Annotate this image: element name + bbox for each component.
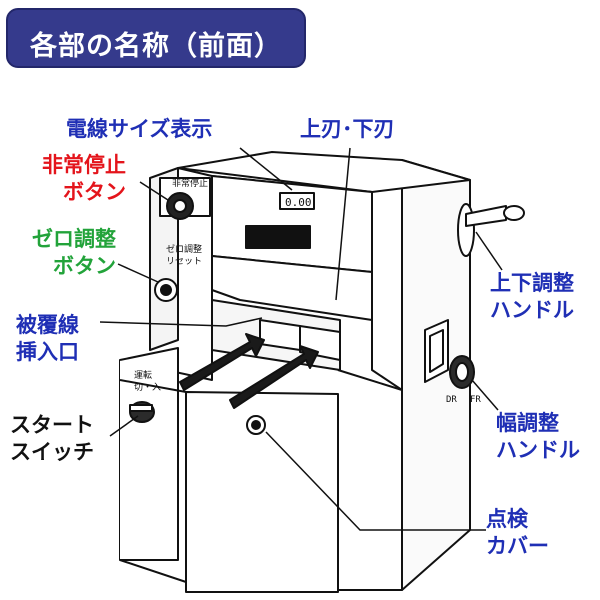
title-badge: 各部の名称（前面） bbox=[6, 8, 306, 68]
label-inspection-line-1: 点検 bbox=[486, 507, 528, 531]
inlet-arrow-1 bbox=[179, 333, 265, 391]
label-inlet-line-1: 被覆線 bbox=[16, 313, 79, 337]
label-start-line-1: スタート bbox=[10, 413, 94, 437]
label-vertical-line-2: ハンドル bbox=[490, 298, 574, 322]
label-inlet-line-2: 挿入口 bbox=[16, 340, 79, 364]
label-vertical-line-1: 上下調整 bbox=[490, 271, 574, 295]
leader-width bbox=[471, 379, 499, 411]
switch-panel-line-2: 切・入 bbox=[134, 382, 161, 393]
leader-emergency bbox=[139, 181, 169, 201]
leader-wire-size bbox=[239, 147, 293, 191]
wire-size-display-window bbox=[279, 192, 315, 210]
label-zero-line-2: ボタン bbox=[53, 254, 116, 278]
label-wire-size-display: 電線サイズ表示 bbox=[66, 116, 212, 143]
leader-vertical bbox=[475, 231, 503, 271]
label-blades-text: 上刃･下刃 bbox=[300, 117, 395, 141]
leader-start bbox=[109, 415, 139, 437]
label-zero-line-1: ゼロ調整 bbox=[32, 227, 116, 251]
label-emergency-line-1: 非常停止 bbox=[42, 153, 126, 177]
leader-zero bbox=[117, 263, 159, 283]
leader-inspection bbox=[265, 431, 486, 531]
label-width-handle: 幅調整 ハンドル bbox=[496, 410, 580, 464]
label-inspection-cover: 点検 カバー bbox=[486, 506, 549, 560]
leader-blades bbox=[335, 147, 351, 301]
zero-panel-line-1: ゼロ調整 bbox=[166, 243, 202, 255]
vertical-handle-base bbox=[457, 203, 475, 257]
label-insulated-inlet: 被覆線 挿入口 bbox=[16, 312, 79, 366]
label-blades: 上刃･下刃 bbox=[300, 116, 395, 143]
label-start-switch: スタート スイッチ bbox=[10, 412, 94, 466]
zero-panel-line-2: リセット bbox=[166, 256, 202, 267]
inspection-cover-panel bbox=[185, 391, 339, 593]
label-start-line-2: スイッチ bbox=[10, 440, 94, 464]
label-width-line-1: 幅調整 bbox=[496, 411, 559, 435]
label-width-line-2: ハンドル bbox=[496, 438, 580, 462]
label-emergency-line-2: ボタン bbox=[63, 180, 126, 204]
label-vertical-handle: 上下調整 ハンドル bbox=[490, 270, 574, 324]
upper-blade-housing bbox=[211, 255, 373, 321]
display-screen bbox=[245, 225, 311, 249]
page-title: 各部の名称（前面） bbox=[30, 31, 282, 62]
vertical-handle-arm bbox=[465, 205, 507, 227]
switch-panel-line-1: 運転 bbox=[134, 370, 152, 381]
inlet-arrow-2 bbox=[229, 345, 319, 409]
label-zero-adjust: ゼロ調整 ボタン bbox=[4, 226, 116, 280]
knob-mark-dr: DR bbox=[446, 395, 457, 405]
label-inspection-line-2: カバー bbox=[486, 534, 549, 558]
display-value: 0.00 bbox=[285, 196, 312, 209]
label-emergency-stop: 非常停止 ボタン bbox=[14, 152, 126, 206]
lower-left-panel bbox=[119, 347, 179, 561]
knob-mark-fr: FR bbox=[470, 395, 481, 405]
leader-inlet bbox=[99, 317, 263, 327]
label-wire-size-display-text: 電線サイズ表示 bbox=[66, 117, 213, 141]
emergency-panel-text: 非常停止 bbox=[172, 177, 208, 189]
